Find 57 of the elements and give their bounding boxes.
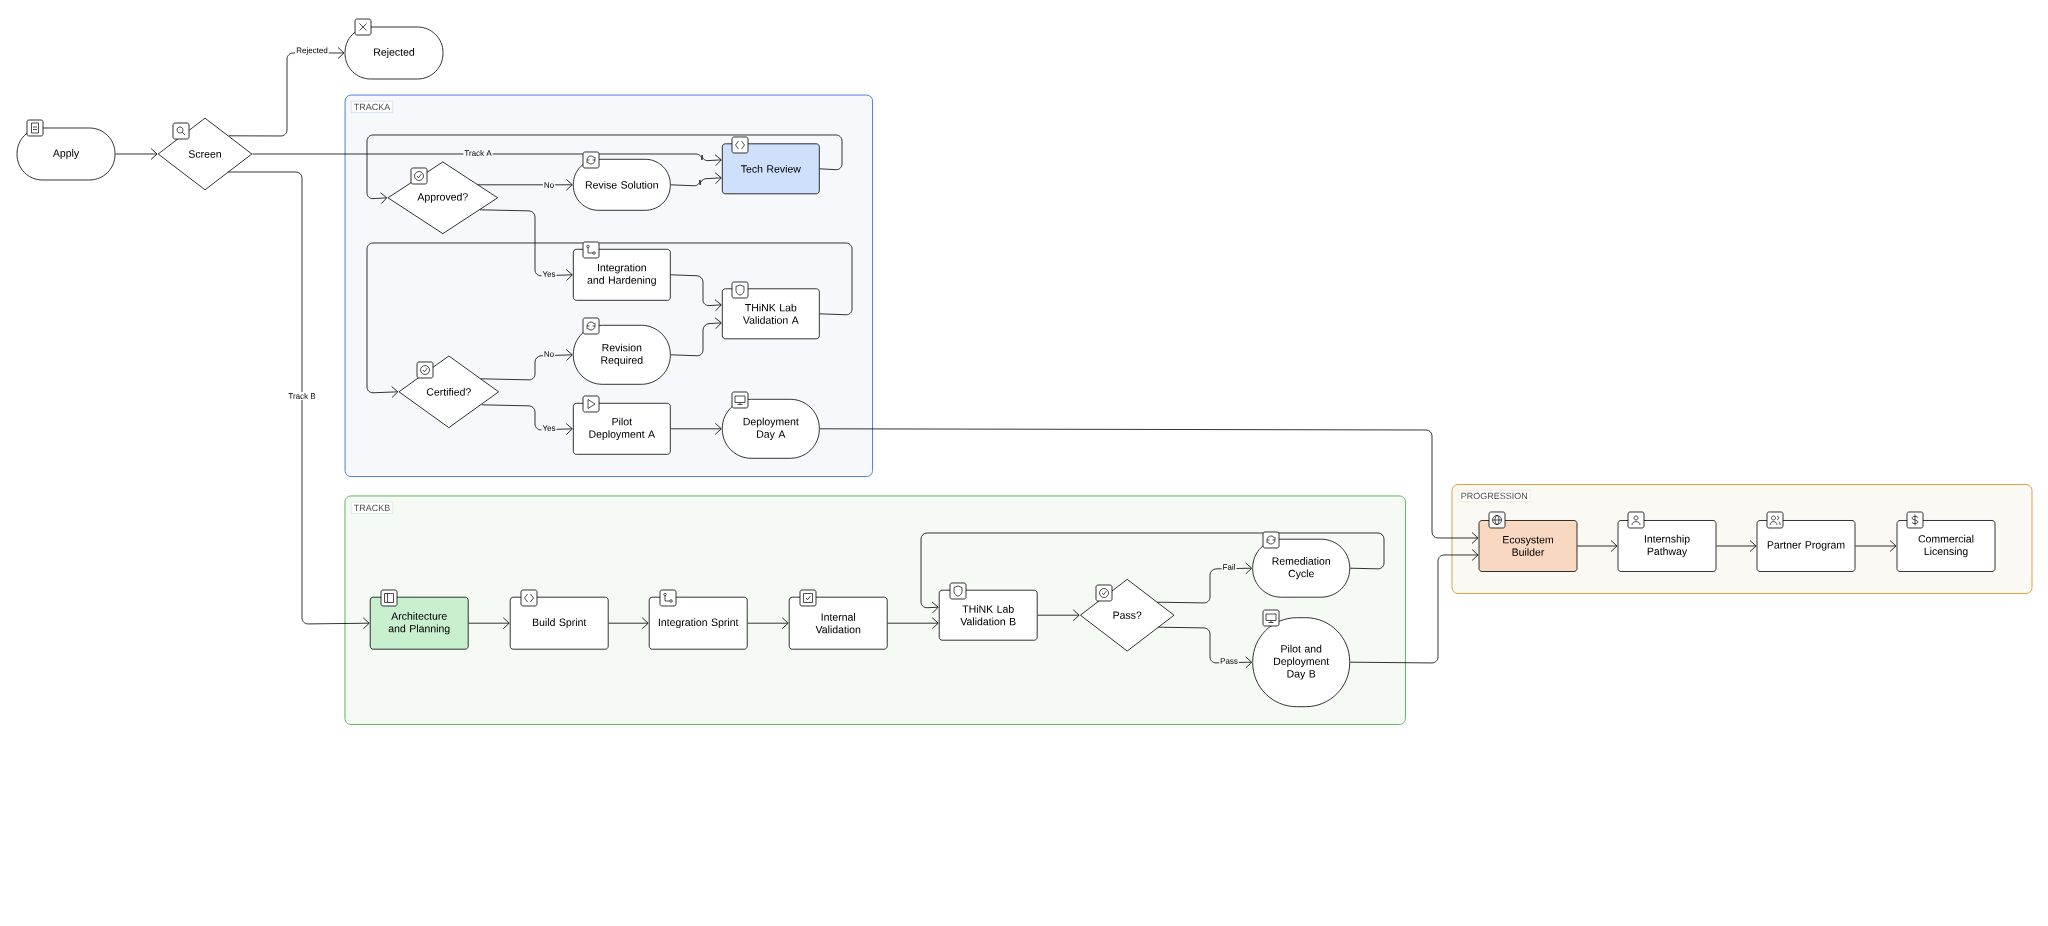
- edge-label: Track B: [287, 392, 317, 400]
- arrow: [252, 153, 722, 167]
- rounded-box: Remediation Cycle: [1252, 538, 1351, 598]
- arrow: [366, 134, 843, 205]
- rounded-box: Deployment Day A: [721, 398, 820, 459]
- arrow: [366, 242, 853, 398]
- arrow: [819, 428, 1479, 544]
- edge-label: Track A: [463, 149, 493, 157]
- group-label: TRACKA: [351, 101, 393, 113]
- arrow: [747, 617, 789, 630]
- edge-label: No: [542, 181, 556, 189]
- process-box: Partner Program: [1756, 520, 1856, 572]
- process-box: THiNK Lab Validation A: [721, 288, 820, 340]
- arrow: [1157, 626, 1253, 669]
- arrow: [480, 349, 573, 381]
- arrow: [887, 617, 939, 630]
- arrow: [481, 404, 573, 435]
- arrow: [920, 532, 1385, 614]
- process-box: Internal Validation: [788, 596, 888, 650]
- rounded-box: Pilot and Deployment Day B: [1252, 617, 1351, 708]
- arrow: [670, 317, 722, 357]
- rounded-box: Revision Required: [572, 324, 671, 385]
- arrow: [468, 617, 510, 630]
- process-box: Build Sprint: [509, 596, 609, 650]
- arrow: [1716, 540, 1757, 552]
- edge-label: Yes: [541, 270, 557, 278]
- arrow: [1349, 549, 1479, 664]
- arrow: [1156, 562, 1253, 604]
- group-label: PROGRESSION: [1458, 490, 1531, 502]
- process-box: Pilot Deployment A: [572, 402, 671, 455]
- process-box: Commercial Licensing: [1896, 520, 1996, 572]
- arrow: [115, 148, 158, 160]
- arrow: [1855, 540, 1897, 552]
- arrow: [1037, 609, 1080, 622]
- group-label: TRACKB: [351, 502, 393, 514]
- edge-label: Pass: [1219, 657, 1239, 665]
- arrow: [670, 172, 722, 187]
- arrow: [227, 171, 370, 630]
- rounded-box: Rejected: [344, 26, 444, 80]
- rounded-box: Apply: [16, 127, 116, 181]
- arrow: [477, 178, 573, 191]
- process-box: Ecosystem Builder: [1478, 520, 1578, 572]
- edge-label: Fail: [1221, 563, 1237, 571]
- arrow: [670, 274, 722, 312]
- process-box: Integration and Hardening: [572, 248, 671, 301]
- arrow: [608, 617, 649, 630]
- process-box: Tech Review: [721, 143, 820, 195]
- process-box: Internship Pathway: [1617, 520, 1717, 572]
- process-box: Integration Sprint: [648, 596, 748, 650]
- arrow: [479, 209, 573, 281]
- process-box: THiNK Lab Validation B: [938, 589, 1038, 641]
- edge-label: No: [542, 350, 556, 358]
- arrow: [1577, 540, 1618, 552]
- edge-label: Yes: [541, 424, 557, 432]
- process-box: Architecture and Planning: [369, 596, 469, 650]
- arrow: [670, 422, 722, 435]
- edge-label: Rejected: [295, 46, 329, 56]
